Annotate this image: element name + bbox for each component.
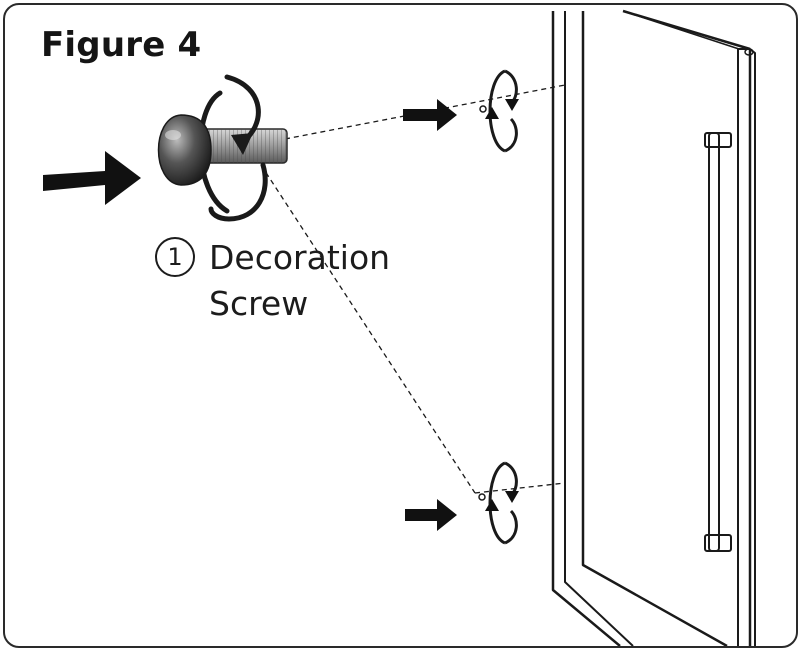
hinge-pin	[744, 48, 754, 56]
cabinet-edge	[551, 11, 621, 646]
alignment-lines	[260, 84, 566, 494]
part-name: Decoration Screw	[209, 235, 390, 327]
screw-rotation-arrow-lower	[208, 162, 268, 222]
top-screw-hole	[403, 69, 519, 153]
screw-rotation-arrowhead	[231, 133, 253, 155]
part-label: 1 Decoration Screw	[155, 235, 390, 327]
door-corner	[738, 48, 756, 646]
installation-diagram	[43, 9, 756, 646]
figure-frame: Figure 4 1 Decoration Screw	[3, 3, 798, 648]
guide-line-bottom	[474, 482, 566, 494]
guide-line-top	[284, 84, 566, 140]
screw-head-icon	[157, 114, 212, 186]
part-name-line-1: Decoration	[209, 238, 391, 277]
cabinet-edge-inner	[564, 11, 634, 646]
door-face	[581, 11, 728, 646]
decoration-screw	[157, 74, 288, 222]
arrow-right-icon	[405, 499, 457, 531]
door-illustration	[551, 9, 756, 646]
part-name-line-2: Screw	[209, 284, 309, 323]
guide-line-diagonal	[260, 164, 476, 494]
door-top-inner	[628, 12, 740, 50]
insert-arrow-icon	[43, 151, 141, 205]
door-handle	[704, 132, 732, 552]
figure-title: Figure 4	[41, 25, 202, 65]
part-number-badge: 1	[155, 237, 195, 277]
arrow-right-icon	[403, 99, 457, 131]
bottom-screw-hole	[405, 461, 519, 545]
